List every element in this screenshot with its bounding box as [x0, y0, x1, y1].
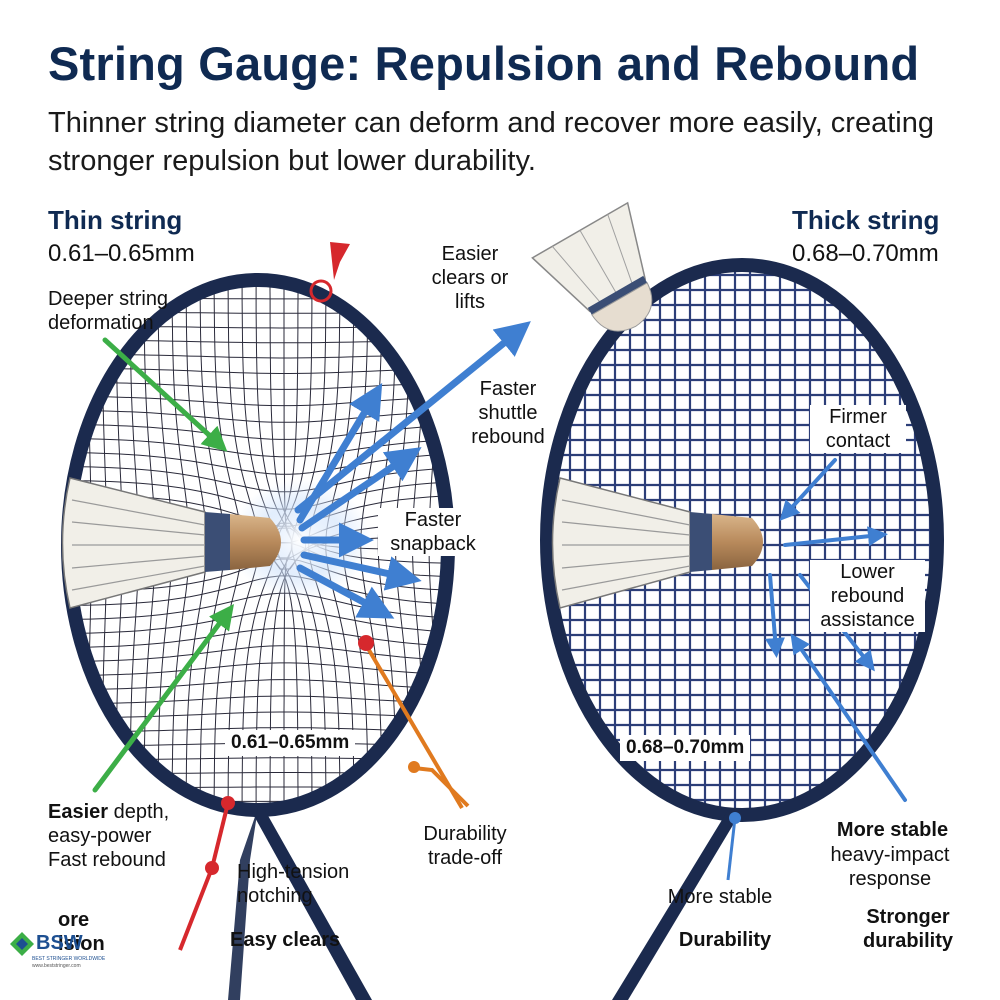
thick-shuttlecock-icon	[551, 477, 763, 609]
label-lower-rebound: Lower rebound assistance	[810, 560, 925, 632]
thick-string-heading: Thick string	[792, 205, 940, 235]
thin-string-heading: Thin string	[48, 205, 183, 235]
label-durability-tradeoff: Durability trade-off	[423, 823, 507, 869]
label-more-repulsion: ore lsion	[58, 909, 105, 955]
thin-racket-shaft	[248, 805, 372, 1000]
page-subtitle: Thinner string diameter can deform and r…	[48, 107, 934, 177]
label-heavy-impact: heavy-impact response	[830, 844, 950, 890]
bsw-logo: BSW BEST STRINGER WORLDWIDE www.beststri…	[8, 930, 118, 980]
label-more-stable: More stable	[836, 819, 949, 841]
bsw-logo-mark-icon	[10, 932, 34, 956]
logo-url: www.beststringer.com	[32, 963, 81, 969]
label-faster-snapback: Faster snapback	[378, 508, 488, 556]
thin-string-gauge: 0.61–0.65mm	[48, 240, 195, 267]
durability-indicators	[178, 635, 741, 951]
easier-bold: Easier	[48, 801, 109, 823]
easier-rest: depth,	[108, 801, 170, 823]
label-faster-rebound: Faster shuttle rebound	[471, 378, 545, 448]
thick-racket-shaft	[612, 810, 742, 1000]
thick-racket-gauge-tag: 0.68–0.70mm	[620, 735, 751, 761]
label-easier-clears: Easier clears or lifts	[431, 243, 509, 313]
label-deeper-deformation: Deeper string deformation	[48, 288, 169, 334]
thin-racket-gauge-tag: 0.61–0.65mm	[225, 730, 356, 756]
easy-power: easy-power	[48, 825, 152, 847]
logo-tagline: BEST STRINGER WORLDWIDE	[32, 956, 106, 962]
thick-string-gauge: 0.68–0.70mm	[792, 240, 939, 267]
label-easier-depth: Easier depth, easy-power Fast rebound	[48, 800, 198, 872]
label-firmer-contact: Firmer contact	[810, 405, 906, 453]
thin-shuttlecock-icon	[61, 477, 281, 609]
fast-rebound: Fast rebound	[48, 849, 166, 871]
notch-marker-icon	[309, 279, 333, 303]
thin-deformation-arrows	[92, 337, 234, 793]
thick-racket-frame	[540, 258, 944, 822]
label-durability: Durability	[678, 929, 772, 951]
page-title: String Gauge: Repulsion and Rebound	[48, 37, 920, 90]
thin-rebound-arrows	[294, 321, 531, 619]
label-easy-clears: Easy clears	[230, 929, 341, 951]
flying-shuttlecock-icon	[531, 201, 653, 332]
label-more-stable-small: More stable	[667, 886, 773, 908]
impact-glow	[230, 480, 370, 600]
logo-text: BSW	[36, 932, 83, 954]
label-stronger-durability: Stronger durability	[862, 906, 953, 952]
label-notching: High-tension notching	[237, 861, 350, 907]
